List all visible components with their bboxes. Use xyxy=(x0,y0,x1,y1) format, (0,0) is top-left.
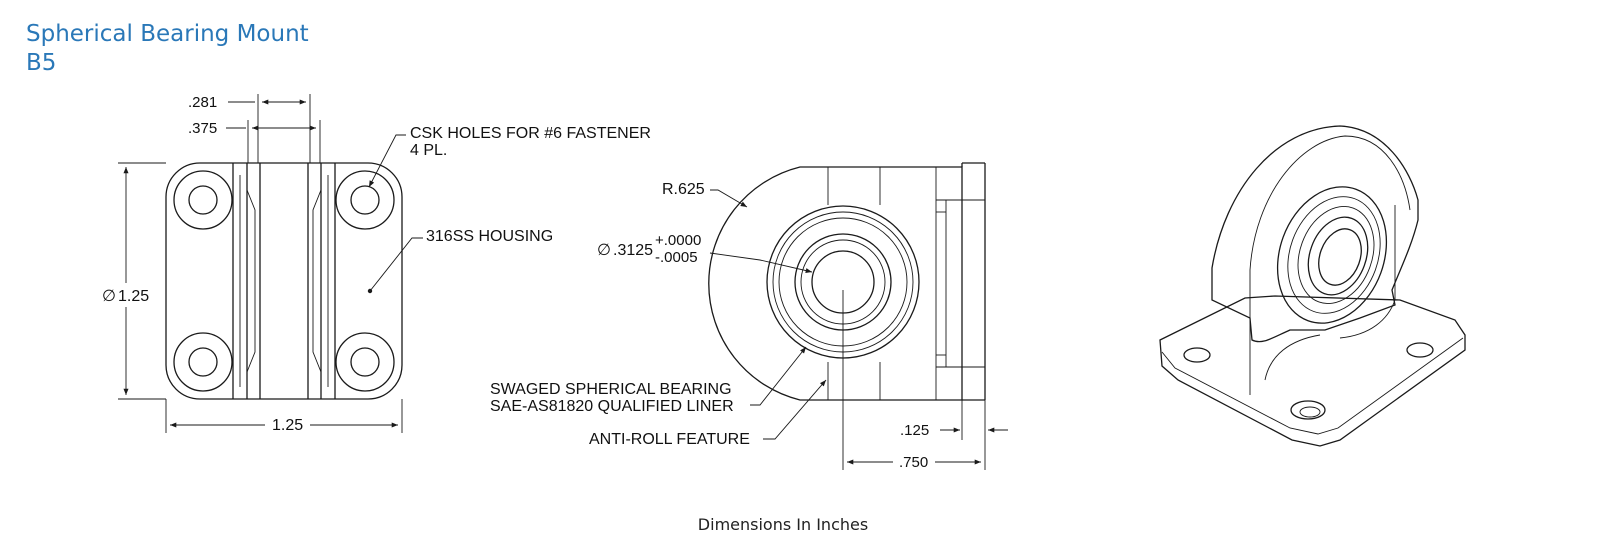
dia-symbol-bore: ∅ xyxy=(597,242,611,259)
csk-hole-top-right xyxy=(335,170,395,230)
side-view: R.625 ∅ .3125 +.0000 -.0005 SWAGED SPHER… xyxy=(490,162,1008,471)
dim-125-thickness: .125 xyxy=(900,422,929,439)
dim-750: .750 xyxy=(899,454,928,471)
bore-dim: .3125 xyxy=(613,242,653,259)
radius-label: R.625 xyxy=(662,181,705,198)
dia-symbol-left: ∅ xyxy=(102,288,116,305)
dimensions-caption: Dimensions In Inches xyxy=(697,515,869,534)
drawing-title: Spherical Bearing Mount B5 xyxy=(26,20,309,78)
dim-375: .375 xyxy=(188,120,217,137)
bearing-note-line-2: SAE-AS81820 QUALIFIED LINER xyxy=(490,398,734,415)
anti-roll-note: ANTI-ROLL FEATURE xyxy=(589,431,750,448)
title-line-2: B5 xyxy=(26,50,57,76)
dim-width-125: 1.25 xyxy=(272,417,303,434)
dim-height-125: 1.25 xyxy=(118,288,149,305)
csk-hole-bottom-left xyxy=(173,332,233,392)
bore-tol-plus: +.0000 xyxy=(655,232,701,249)
csk-note-line-1: CSK HOLES FOR #6 FASTENER xyxy=(410,125,651,142)
isometric-view xyxy=(1159,125,1466,447)
dim-281: .281 xyxy=(188,94,217,111)
bore-tol-minus: -.0005 xyxy=(655,249,698,266)
csk-hole-bottom-right xyxy=(335,332,395,392)
csk-hole-top-left xyxy=(173,170,233,230)
housing-note: 316SS HOUSING xyxy=(426,228,553,245)
title-line-1: Spherical Bearing Mount xyxy=(26,21,309,47)
bearing-note-line-1: SWAGED SPHERICAL BEARING xyxy=(490,381,732,398)
csk-note-line-2: 4 PL. xyxy=(410,142,447,159)
front-view: .281 .375 CSK HOLES FOR #6 FASTENER 4 PL… xyxy=(102,94,651,434)
